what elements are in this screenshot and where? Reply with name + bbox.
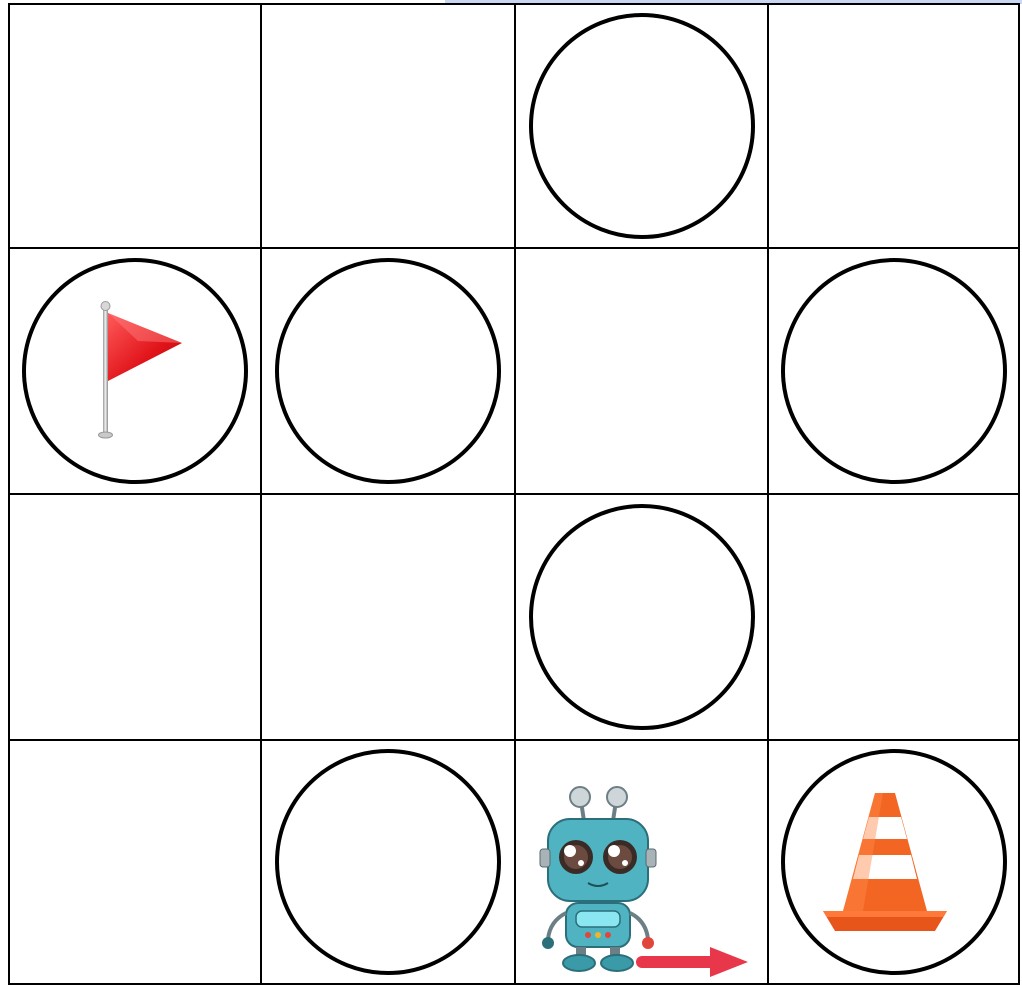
traffic-cone-icon xyxy=(817,787,953,937)
grid-cell-r0-c3[interactable] xyxy=(769,3,1020,249)
grid-cell-r2-c2[interactable] xyxy=(516,495,769,741)
grid-cell-r0-c0[interactable] xyxy=(8,3,262,249)
grid-cell-r1-c2[interactable] xyxy=(516,249,769,495)
game-board xyxy=(8,3,1020,985)
grid-cell-r3-c2[interactable] xyxy=(516,741,769,985)
grid-cell-r3-c1[interactable] xyxy=(262,741,516,985)
grid-cell-r0-c1[interactable] xyxy=(262,3,516,249)
grid-cell-r1-c3[interactable] xyxy=(769,249,1020,495)
grid-cell-r1-c0[interactable] xyxy=(8,249,262,495)
flag-icon xyxy=(98,301,194,443)
grid-cell-r3-c0[interactable] xyxy=(8,741,262,985)
grid-cell-r0-c2[interactable] xyxy=(516,3,769,249)
grid-cell-r1-c1[interactable] xyxy=(262,249,516,495)
direction-arrow-icon xyxy=(634,945,750,979)
grid-cell-r2-c1[interactable] xyxy=(262,495,516,741)
grid-cell-r3-c3[interactable] xyxy=(769,741,1020,985)
grid-cell-r2-c0[interactable] xyxy=(8,495,262,741)
circle-marker xyxy=(529,504,755,730)
circle-marker xyxy=(781,258,1007,484)
circle-marker xyxy=(275,258,501,484)
circle-marker xyxy=(529,13,755,239)
circle-marker xyxy=(275,749,501,975)
grid-cell-r2-c3[interactable] xyxy=(769,495,1020,741)
